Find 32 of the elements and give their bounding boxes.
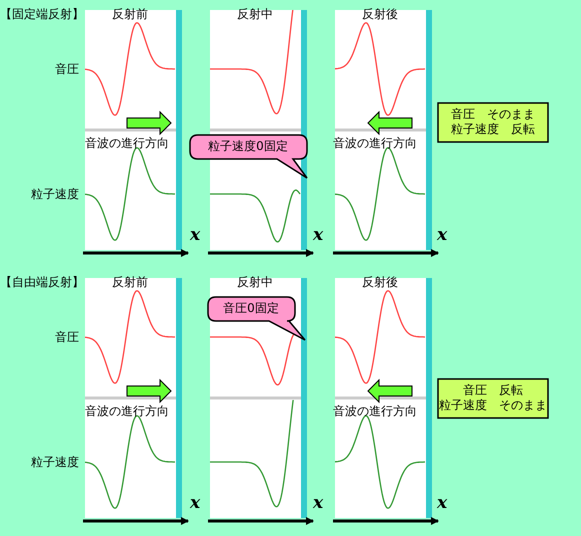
stage-heading: 反射前 xyxy=(112,7,148,21)
summary-text: 粒子速度 そのまま xyxy=(439,398,547,413)
section-heading: 【固定端反射】 xyxy=(0,7,84,21)
axis-label: 音圧 xyxy=(55,330,79,344)
callout-bubble xyxy=(207,296,307,342)
axis-label: 音圧 xyxy=(55,62,79,76)
axis-variable: x xyxy=(437,228,448,242)
direction-text: 音波の進行方向 xyxy=(85,404,169,418)
stage-heading: 反射前 xyxy=(112,275,148,289)
axis-variable: x xyxy=(313,496,324,510)
summary-text: 粒子速度 反転 xyxy=(451,122,535,137)
summary-text: 音圧 そのまま xyxy=(451,107,535,122)
direction-text: 音波の進行方向 xyxy=(333,404,417,418)
stage-heading: 反射中 xyxy=(237,7,273,21)
axis-variable: x xyxy=(313,228,324,242)
callout-text: 音圧0固定 xyxy=(223,301,279,316)
stage-heading: 反射後 xyxy=(362,275,398,289)
axis-label: 粒子速度 xyxy=(31,455,79,469)
axis-label: 粒子速度 xyxy=(31,187,79,201)
section-heading: 【自由端反射】 xyxy=(0,275,84,289)
summary-box xyxy=(437,378,549,419)
direction-text: 音波の進行方向 xyxy=(333,136,417,150)
callout-text: 粒子速度0固定 xyxy=(208,139,288,154)
direction-text: 音波の進行方向 xyxy=(85,136,169,150)
callout-bubble xyxy=(189,134,309,181)
axis-variable: x xyxy=(437,496,448,510)
stage-heading: 反射中 xyxy=(237,275,273,289)
stage-heading: 反射後 xyxy=(362,7,398,21)
summary-text: 音圧 反転 xyxy=(463,383,523,398)
axis-variable: x xyxy=(190,496,200,510)
axis-variable: x xyxy=(190,228,200,242)
summary-box xyxy=(437,102,549,143)
